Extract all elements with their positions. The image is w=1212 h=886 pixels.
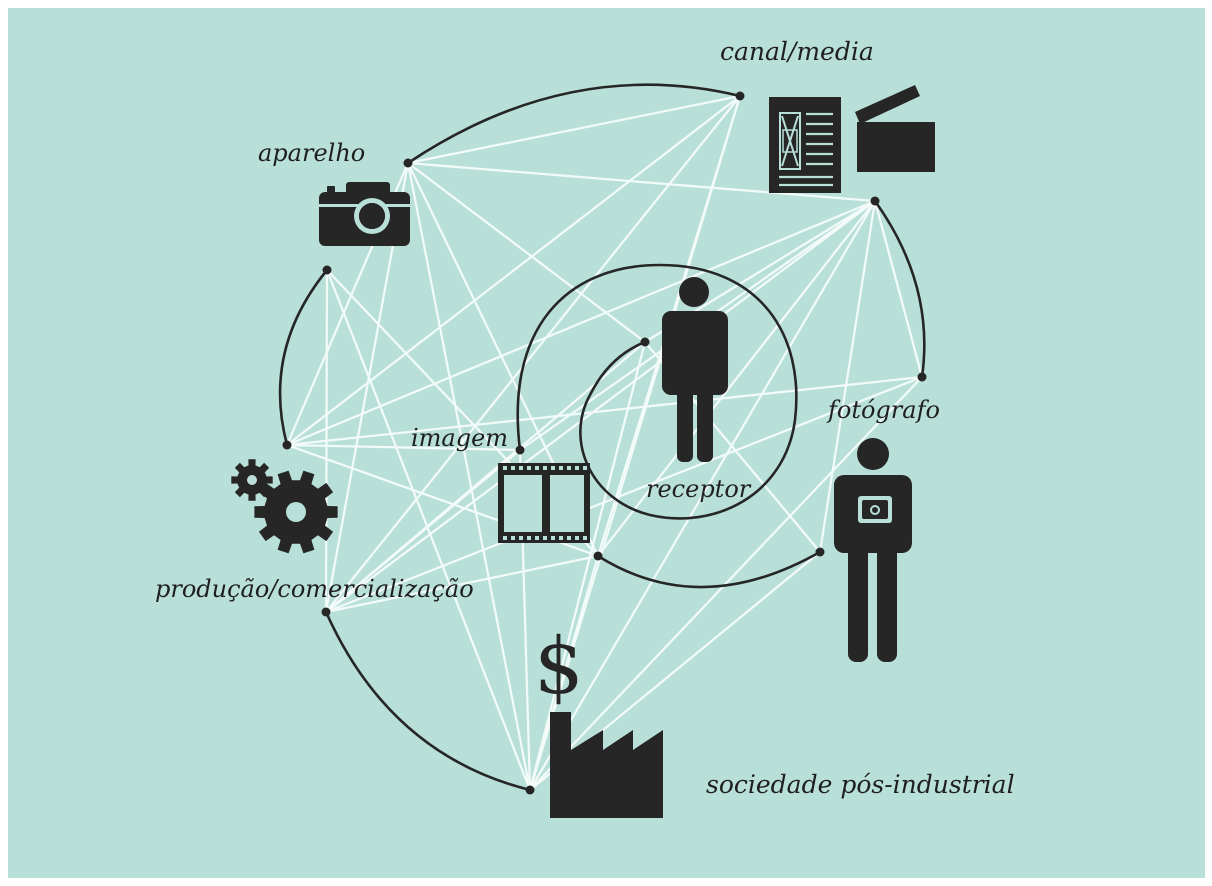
node-camera-bottom bbox=[322, 265, 332, 275]
web-line bbox=[406, 161, 877, 203]
web-line bbox=[528, 340, 647, 792]
arc-camera-to-gears bbox=[278, 268, 329, 447]
film-hole bbox=[511, 466, 515, 470]
gears-icon bbox=[231, 459, 338, 554]
web-line bbox=[285, 375, 924, 447]
film-hole bbox=[527, 536, 531, 540]
web-line bbox=[324, 94, 742, 614]
node-canal bbox=[735, 91, 745, 101]
film-hole bbox=[551, 466, 555, 470]
web-line bbox=[285, 94, 742, 447]
web-line bbox=[324, 448, 522, 614]
web-line bbox=[528, 375, 924, 792]
web-line bbox=[285, 443, 522, 452]
film-hole bbox=[543, 536, 547, 540]
film-hole bbox=[535, 536, 539, 540]
film-hole bbox=[583, 466, 587, 470]
film-hole bbox=[503, 536, 507, 540]
node-fotografo bbox=[917, 372, 927, 382]
node-receptor bbox=[640, 337, 650, 347]
web-line bbox=[325, 268, 532, 792]
node-media bbox=[870, 196, 880, 206]
film-hole bbox=[575, 466, 579, 470]
clapperboard-icon bbox=[855, 85, 935, 172]
node-film bbox=[593, 551, 603, 561]
label-producao-comercializacao: produção/comercialização bbox=[155, 575, 474, 603]
camera-icon bbox=[319, 182, 410, 246]
film-hole bbox=[575, 536, 579, 540]
web-line bbox=[873, 199, 924, 379]
web-line bbox=[324, 375, 924, 614]
arc-film-to-fotografo bbox=[596, 550, 822, 589]
photographer-icon bbox=[834, 438, 912, 662]
node-sociedade bbox=[525, 785, 535, 795]
diagram-background bbox=[8, 8, 1205, 878]
film-hole bbox=[519, 466, 523, 470]
label-receptor: receptor bbox=[646, 475, 752, 503]
diagram-panel: $ canal/media aparelho fotógrafo imagem … bbox=[8, 8, 1205, 878]
arc-media-to-fotografo bbox=[873, 199, 926, 379]
node-imagem bbox=[515, 445, 525, 455]
web-line bbox=[406, 94, 742, 165]
film-hole bbox=[567, 466, 571, 470]
node-producao bbox=[321, 607, 331, 617]
label-fotografo: fotógrafo bbox=[826, 396, 940, 424]
web-line bbox=[596, 199, 877, 558]
film-hole bbox=[559, 466, 563, 470]
web-line bbox=[528, 554, 600, 792]
connection-nodes bbox=[282, 91, 927, 795]
web-line bbox=[285, 199, 877, 447]
arc-producao-to-sociedade bbox=[324, 610, 532, 792]
person-icon bbox=[662, 277, 728, 462]
film-hole bbox=[551, 536, 555, 540]
web-line bbox=[324, 554, 600, 614]
film-hole bbox=[535, 466, 539, 470]
newspaper-icon bbox=[769, 97, 841, 193]
arc-aparelho-to-canal bbox=[406, 83, 742, 165]
film-hole bbox=[567, 536, 571, 540]
node-photographer bbox=[815, 547, 825, 557]
film-hole bbox=[527, 466, 531, 470]
film-hole bbox=[583, 536, 587, 540]
arc-receptor-spiral bbox=[516, 263, 798, 520]
factory-icon bbox=[550, 712, 663, 818]
film-hole bbox=[519, 536, 523, 540]
web-line bbox=[406, 161, 532, 792]
label-canal-media: canal/media bbox=[720, 37, 874, 66]
connection-arcs bbox=[278, 83, 926, 792]
film-hole bbox=[543, 466, 547, 470]
web-line bbox=[528, 199, 877, 792]
diagram-canvas: $ canal/media aparelho fotógrafo imagem … bbox=[8, 8, 1205, 878]
film-strip-icon bbox=[498, 463, 590, 543]
label-aparelho: aparelho bbox=[258, 139, 365, 167]
film-hole bbox=[559, 536, 563, 540]
film-hole bbox=[503, 466, 507, 470]
label-imagem: imagem bbox=[411, 424, 508, 452]
web-line bbox=[818, 199, 877, 554]
film-hole bbox=[511, 536, 515, 540]
dollar-icon: $ bbox=[534, 622, 584, 712]
node-aparelho bbox=[403, 158, 413, 168]
node-gears bbox=[282, 440, 292, 450]
label-sociedade-pos-industrial: sociedade pós-industrial bbox=[706, 770, 1015, 799]
web-line bbox=[324, 199, 877, 614]
